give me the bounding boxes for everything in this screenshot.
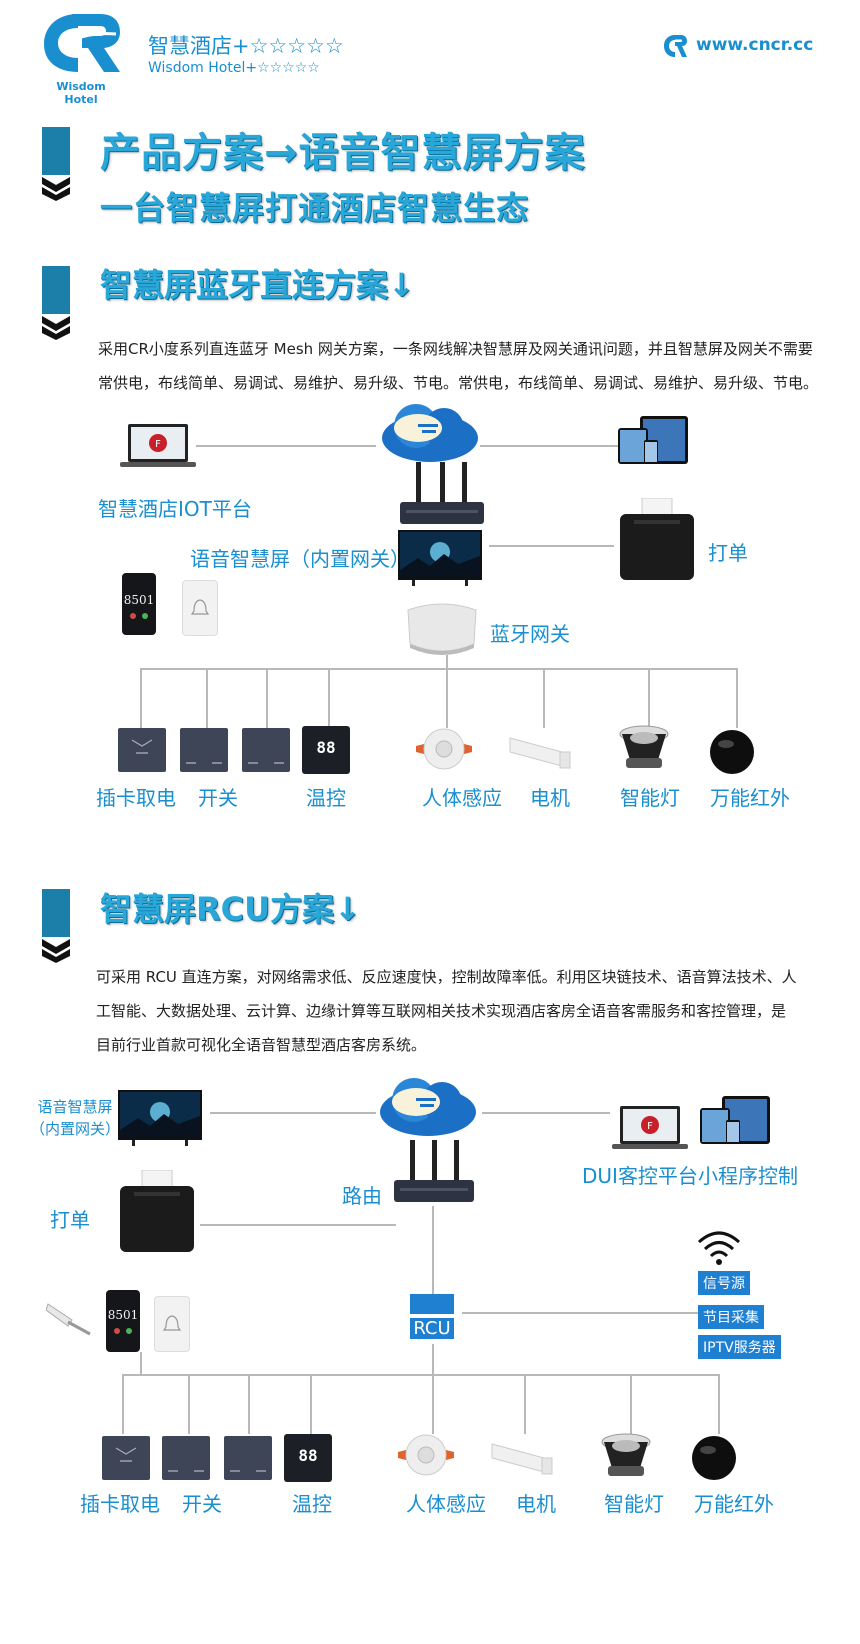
signal-source-tag: 信号源 [698,1271,750,1295]
device-label: 开关 [198,786,238,810]
cloud-icon [376,1072,480,1142]
headline-title: 产品方案→语音智慧屏方案 [100,130,586,176]
smart-light-icon [600,1432,652,1480]
wifi-icon [696,1228,742,1268]
tablets-icon [618,416,690,468]
device-label: 电机 [530,786,570,810]
chevron-down-icon [42,177,70,201]
dui-platform-label: DUI客控平台 [582,1164,698,1188]
logo-text: Wisdom Hotel [56,80,106,106]
section-marker [42,889,70,967]
wall-switch [242,728,290,772]
card-power-switch [102,1436,150,1480]
rcu-box [410,1294,454,1314]
printer-icon [120,1169,194,1252]
paragraph-line: 采用CR小度系列直连蓝牙 Mesh 网关方案，一条网线解决智慧屏及网关通讯问题，… [98,340,813,358]
wall-switch [224,1436,272,1480]
motion-sensor-icon [396,1432,456,1478]
thermostat-panel: 88 [302,726,350,774]
cloud-icon [378,398,482,468]
brand-subtitle: Wisdom Hotel+☆☆☆☆☆ [148,60,320,76]
mini-program-label: 小程序控制 [698,1164,798,1188]
brand-title: 智慧酒店+☆☆☆☆☆ [148,34,344,58]
brand-logo: Wisdom Hotel [38,8,124,106]
device-label: 人体感应 [406,1492,486,1516]
curtain-motor-icon [490,1438,554,1480]
doorbell-panel [182,580,218,636]
device-label: 万能红外 [710,786,790,810]
website-link[interactable]: www.cncr.cc [696,35,814,55]
thermostat-reading: 88 [316,738,336,757]
room-number: 8501 [107,1308,139,1322]
section2-paragraph: 可采用 RCU 直连方案，对网络需求低、反应速度快，控制故障率低。利用区块链技术… [96,960,836,1062]
device-label: 智能灯 [604,1492,664,1516]
door-plate-panel: 8501 [122,573,156,635]
smart-screen-label-line1: 语音智慧屏 [37,1098,113,1116]
tablets-icon [700,1096,772,1148]
keycard-icon [45,1300,94,1338]
chevron-down-icon [42,939,70,963]
router-label: 路由 [342,1184,382,1208]
section1-title: 智慧屏蓝牙直连方案↓ [100,266,415,304]
door-plate-panel: 8501 [106,1290,140,1352]
wall-switch [162,1436,210,1480]
card-power-switch [118,728,166,772]
device-label: 插卡取电 [96,786,176,810]
device-label: 温控 [306,786,346,810]
laptop-icon: F [120,422,196,472]
iptv-server-tag: IPTV服务器 [698,1335,781,1359]
doorbell-panel [154,1296,190,1352]
curtain-motor-icon [508,732,572,774]
ir-remote-icon [690,1434,738,1482]
bell-icon [162,1315,182,1331]
smart-screen-label-line2: （内置网关） [30,1120,121,1138]
motion-sensor-icon [414,726,474,772]
room-number: 8501 [123,593,155,607]
bluetooth-gateway-icon [402,600,482,658]
section2-title: 智慧屏RCU方案↓ [100,890,361,928]
thermostat-reading: 88 [298,1446,318,1465]
print-label: 打单 [50,1208,90,1232]
site-logo-icon [662,33,688,59]
device-label: 温控 [292,1492,332,1516]
device-label: 智能灯 [620,786,680,810]
paragraph-line: 常供电，布线简单、易调试、易维护、易升级、节电。常供电，布线简单、易调试、易维护… [98,374,819,392]
smart-screen-label: 语音智慧屏 （内置网关） [30,1096,120,1140]
thermostat-panel: 88 [284,1434,332,1482]
program-capture-tag: 节目采集 [698,1305,764,1329]
device-label: 电机 [516,1492,556,1516]
section-marker [42,266,70,344]
chevron-down-icon [42,316,70,340]
laptop-icon: F [612,1104,688,1154]
bell-icon [190,599,210,615]
device-label: 插卡取电 [80,1492,160,1516]
rcu-label: RCU [410,1318,454,1339]
smart-screen-label: 语音智慧屏（内置网关） [190,547,410,571]
wall-switch [180,728,228,772]
iot-platform-label: 智慧酒店IOT平台 [98,497,252,521]
headline-subtitle: 一台智慧屏打通酒店智慧生态 [100,189,530,227]
bt-gateway-label: 蓝牙网关 [490,622,570,646]
paragraph-line: 工智能、大数据处理、云计算、边缘计算等互联网相关技术实现酒店客房全语音客需服务和… [96,1002,787,1020]
svg-text:F: F [155,439,161,450]
section-marker [42,127,70,205]
printer-icon [620,497,694,580]
smart-light-icon [618,724,670,772]
tv-icon [398,530,482,586]
section1-paragraph: 采用CR小度系列直连蓝牙 Mesh 网关方案，一条网线解决智慧屏及网关通讯问题，… [98,332,838,400]
ir-remote-icon [708,728,756,776]
paragraph-line: 目前行业首款可视化全语音智慧型酒店客房系统。 [96,1036,427,1054]
print-label: 打单 [708,541,748,565]
svg-text:F: F [647,1121,653,1132]
device-label: 开关 [182,1492,222,1516]
device-label: 万能红外 [694,1492,774,1516]
device-label: 人体感应 [422,786,502,810]
router-icon [394,1140,474,1204]
router-icon [400,462,484,526]
cr-logo-icon [44,14,120,72]
paragraph-line: 可采用 RCU 直连方案，对网络需求低、反应速度快，控制故障率低。利用区块链技术… [96,968,797,986]
tv-icon [118,1090,202,1146]
